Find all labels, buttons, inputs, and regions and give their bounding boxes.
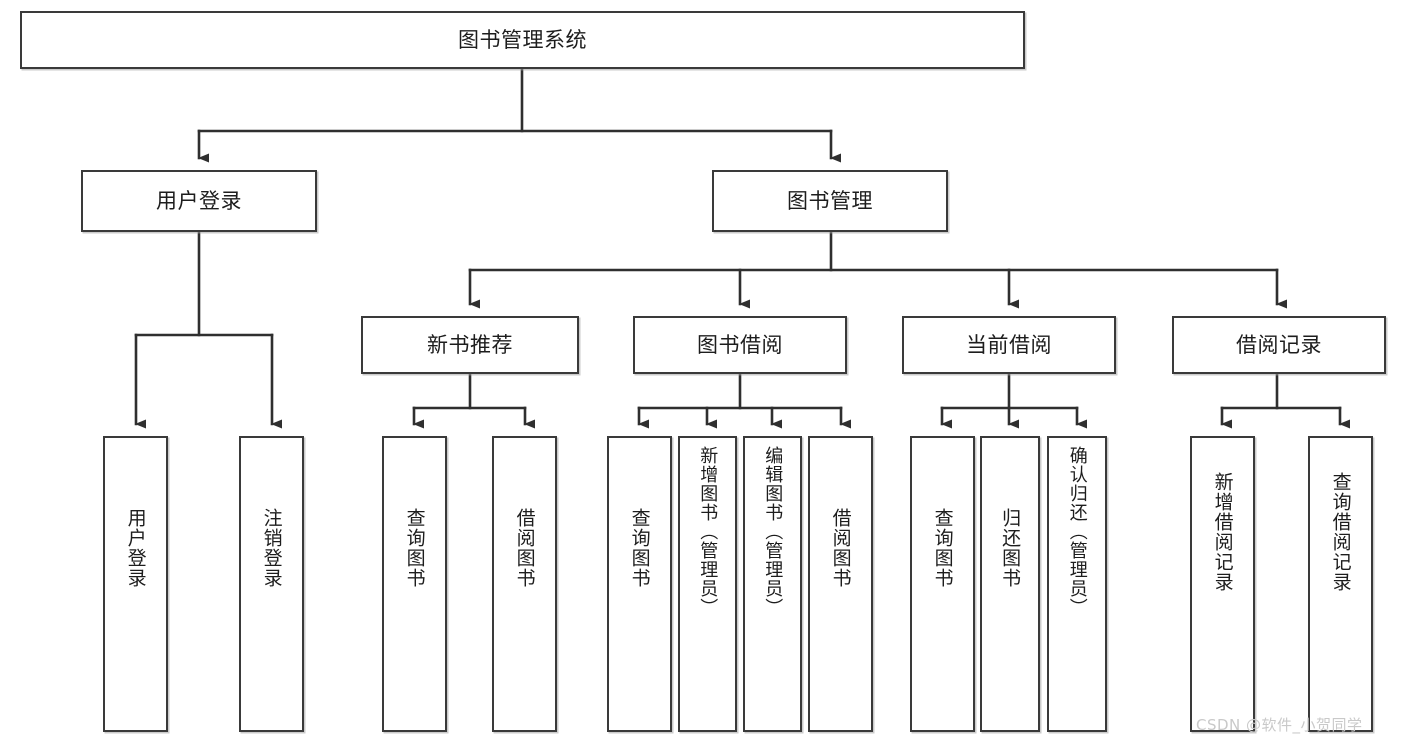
leaf-borrow-record-add[interactable]: 新增借阅记录 (1190, 436, 1255, 732)
node-current-borrow[interactable]: 当前借阅 (902, 316, 1116, 374)
leaf-current-borrow-confirm[interactable]: 确认归还（管理员） (1047, 436, 1107, 732)
node-user-login-label: 用户登录 (156, 188, 242, 213)
node-root-label: 图书管理系统 (458, 27, 587, 52)
leaf-new-book-borrow[interactable]: 借阅图书 (492, 436, 557, 732)
leaf-new-book-query-label: 查询图书 (403, 508, 426, 588)
leaf-borrow-record-query-label: 查询借阅记录 (1329, 472, 1352, 592)
leaf-current-borrow-query[interactable]: 查询图书 (910, 436, 975, 732)
leaf-user-login-login[interactable]: 用户登录 (103, 436, 168, 732)
leaf-book-borrow-edit-label: 编辑图书（管理员） (762, 446, 784, 617)
leaf-user-login-logout[interactable]: 注销登录 (239, 436, 304, 732)
node-new-book-recommend[interactable]: 新书推荐 (361, 316, 579, 374)
leaf-book-borrow-add-label: 新增图书（管理员） (697, 446, 719, 617)
leaf-user-login-login-label: 用户登录 (124, 508, 147, 588)
leaf-user-login-logout-label: 注销登录 (260, 508, 283, 588)
leaf-book-borrow-add[interactable]: 新增图书（管理员） (678, 436, 737, 732)
leaf-borrow-record-query[interactable]: 查询借阅记录 (1308, 436, 1373, 732)
leaf-book-borrow-borrow-label: 借阅图书 (829, 508, 852, 588)
leaf-current-borrow-return[interactable]: 归还图书 (980, 436, 1040, 732)
node-current-borrow-label: 当前借阅 (966, 332, 1052, 357)
leaf-new-book-borrow-label: 借阅图书 (513, 508, 536, 588)
leaf-book-borrow-query[interactable]: 查询图书 (607, 436, 672, 732)
leaf-current-borrow-return-label: 归还图书 (999, 508, 1022, 588)
leaf-book-borrow-borrow[interactable]: 借阅图书 (808, 436, 873, 732)
node-root[interactable]: 图书管理系统 (20, 11, 1025, 69)
node-book-management[interactable]: 图书管理 (712, 170, 948, 232)
leaf-current-borrow-query-label: 查询图书 (931, 508, 954, 588)
node-book-borrow[interactable]: 图书借阅 (633, 316, 847, 374)
node-borrow-record[interactable]: 借阅记录 (1172, 316, 1386, 374)
leaf-book-borrow-edit[interactable]: 编辑图书（管理员） (743, 436, 802, 732)
leaf-current-borrow-confirm-label: 确认归还（管理员） (1066, 446, 1088, 617)
node-book-management-label: 图书管理 (787, 188, 873, 213)
node-book-borrow-label: 图书借阅 (697, 332, 783, 357)
node-user-login[interactable]: 用户登录 (81, 170, 317, 232)
leaf-borrow-record-add-label: 新增借阅记录 (1211, 472, 1234, 592)
leaf-book-borrow-query-label: 查询图书 (628, 508, 651, 588)
node-new-book-recommend-label: 新书推荐 (427, 332, 513, 357)
leaf-new-book-query[interactable]: 查询图书 (382, 436, 447, 732)
node-borrow-record-label: 借阅记录 (1236, 332, 1322, 357)
